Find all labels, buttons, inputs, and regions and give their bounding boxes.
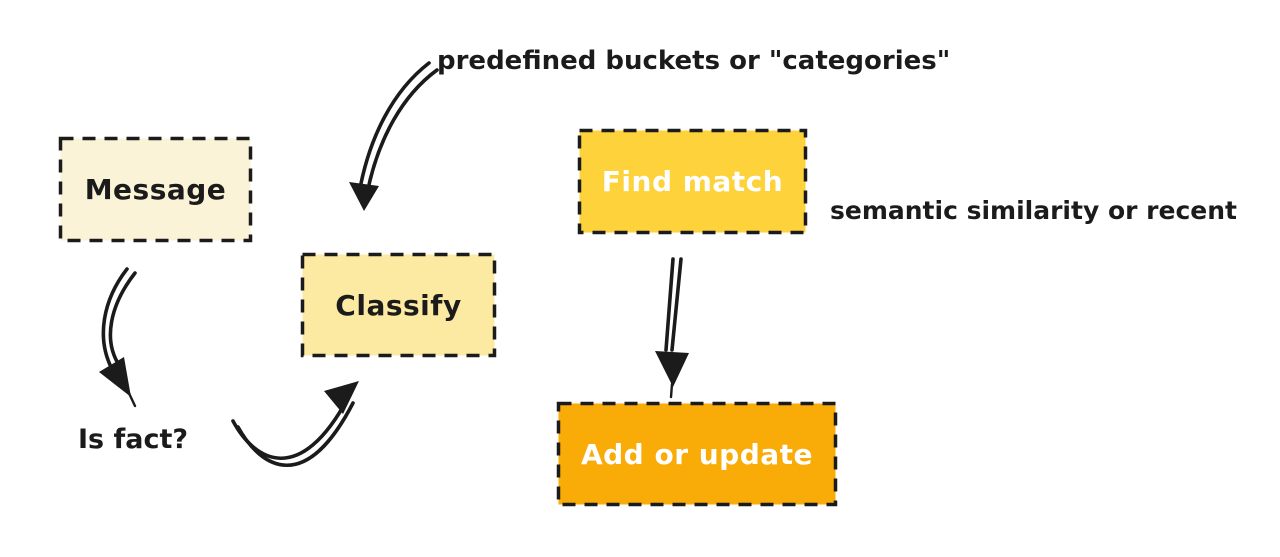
arrow-isfact-to-classify — [231, 381, 359, 467]
annotation-is-fact: Is fact? — [78, 424, 189, 455]
node-classify-label: Classify — [335, 288, 462, 322]
node-message-label: Message — [84, 173, 227, 206]
node-classify-border — [300, 252, 497, 358]
arrow-message-to-isfact — [99, 267, 137, 408]
annotation-predefined-buckets: predefined buckets or "categories" — [437, 46, 951, 76]
node-add-or-update: Add or update — [556, 401, 838, 507]
node-add-or-update-border — [556, 401, 838, 507]
annotation-semantic-similarity: semantic similarity or recent — [830, 196, 1237, 225]
node-message-border — [58, 136, 253, 243]
node-find-match: Find match — [577, 128, 808, 235]
arrow-predefined-to-classify — [349, 61, 439, 211]
node-find-match-label: Find match — [601, 165, 784, 198]
node-add-or-update-label: Add or update — [580, 437, 814, 471]
arrow-findmatch-to-addorupdate — [655, 257, 689, 399]
node-message: Message — [58, 136, 253, 243]
node-classify: Classify — [300, 252, 497, 358]
node-find-match-border — [577, 128, 808, 235]
